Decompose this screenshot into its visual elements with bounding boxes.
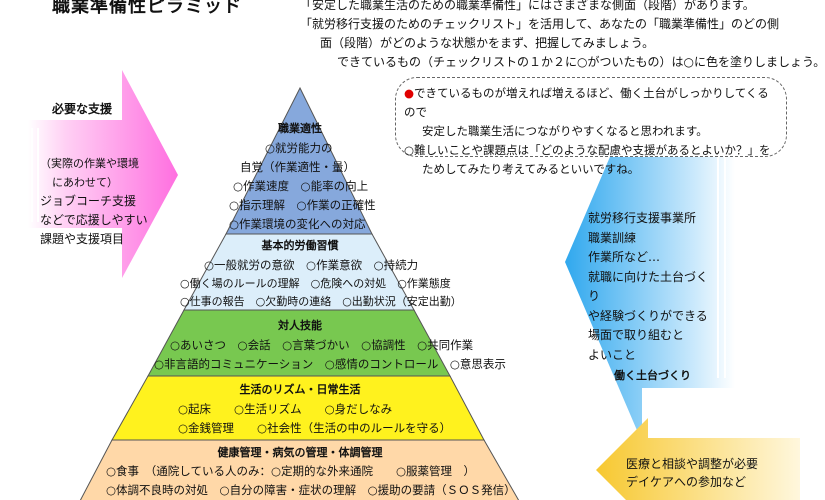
right-heading: 働く土台づくり [614, 369, 691, 382]
intro-line-1: 「安定した職業生活のための職業準備性」にはさまざまな側面（段階）があります。 [300, 0, 755, 12]
level-3-item: ○あいさつ ○会話 ○言葉づかい ○協調性 ○共同作業 [170, 338, 474, 352]
level-2-title: 基本的労働習慣 [261, 239, 339, 252]
level-1-item: ○指示理解 ○作業の正確性 [229, 198, 376, 212]
intro-line-3: 面（段階）がどのような状態かをまず、把握してみましょう。 [320, 36, 655, 50]
level-5-title: 健康管理・病気の管理・体調管理 [217, 446, 383, 459]
level-4-item: ○起床 ○生活リズム ○身だしなみ [178, 402, 393, 416]
bottom-right-line-2: デイケアへの参加など [626, 475, 747, 489]
pyramid-level-5 [79, 439, 520, 500]
right-line-4: 就職に向けた土台づくり [588, 269, 709, 304]
level-2-item: ○一般就労の意欲 ○作業意欲 ○持続力 [204, 258, 419, 272]
right-line-1: 就労移行支援事業所 [588, 211, 697, 225]
level-1-item: ○就労能力の [265, 141, 333, 155]
level-1-item: 自覚（作業適性・量） [240, 160, 355, 174]
level-3-title: 対人技能 [278, 319, 322, 332]
level-4-item: ○金銭管理 ○社会性（生活の中のルールを守る） [178, 421, 452, 435]
left-line-4: などで応援しやすい [40, 213, 148, 227]
right-text: 就労移行支援事業所 職業訓練 作業所など… 就職に向けた土台づくり や経験づくり… [588, 209, 713, 365]
right-arrow [565, 82, 735, 442]
right-line-6: 場面で取り組むと [588, 328, 685, 342]
note-line-1: ●できているものが増えれば増えるほど、働く土台がしっかりしてくるので [404, 86, 769, 119]
level-4-title: 生活のリズム・日常生活 [239, 383, 361, 396]
note-line-4: ためしてみたり考えてみるといいですね。 [422, 162, 640, 176]
intro-line-4: できているもの（チェックリストの１か２に○がついたもの）は○に色を塗りしましょう… [337, 55, 825, 69]
left-text: （実際の作業や環境 にあわせて） ジョブコーチ支援 などで応援しやすい 課題や支… [40, 154, 150, 249]
level-5-item: ○体調不良時の対処 ○自分の障害・症状の理解 ○援助の要請（ＳＯＳ発信） [106, 483, 516, 497]
bottom-arrow [596, 418, 800, 500]
right-line-5: や経験づくりができる [588, 308, 708, 323]
level-2-item: ○働く場のルールの理解 ○危険への対処 ○作業態度 [180, 277, 451, 290]
right-line-7: よいこと [588, 347, 637, 362]
right-line-3: 作業所など… [588, 250, 661, 264]
right-line-2: 職業訓練 [588, 230, 637, 245]
page-title: 職業準備性ピラミッド [52, 0, 242, 17]
level-1-item: ○作業環境の変化への対応 [229, 217, 366, 231]
left-line-5: 課題や支援項目 [40, 232, 125, 246]
note-box: ●できているものが増えれば増えるほど、働く土台がしっかりしてくるので 安定した職… [395, 77, 787, 176]
bottom-right-text: 医療と相談や調整が必要 デイケアへの参加など [626, 455, 800, 491]
bottom-right-line-1: 医療と相談や調整が必要 [626, 457, 759, 471]
level-3-item: ○非言語的コミュニケーション ○感情のコントロール ○意思表示 [154, 357, 506, 371]
intro-text: 「安定した職業生活のための職業準備性」にはさまざまな側面（段階）があります。 「… [300, 0, 825, 72]
diagram-graphics [28, 70, 800, 500]
red-dot-icon: ● [404, 86, 415, 100]
left-arrow [28, 70, 178, 278]
note-line-3: ○難しいことや課題点は「どのような配慮や支援があるとよいか？」を [404, 143, 771, 157]
right-arrow-stripes [717, 145, 726, 378]
note-line-2: 安定した職業生活につながりやすくなると思われます。 [422, 124, 708, 138]
left-line-3: ジョブコーチ支援 [40, 194, 137, 208]
left-line-1: （実際の作業や環境 [40, 157, 139, 170]
left-heading: 必要な支援 [52, 102, 113, 116]
left-line-2: にあわせて） [52, 176, 118, 189]
level-1-title: 職業適性 [278, 122, 322, 135]
left-arrow-stripes [31, 128, 39, 222]
level-1-item: ○作業速度 ○能率の向上 [233, 179, 369, 193]
level-2-item: ○仕事の報告 ○欠勤時の連絡 ○出勤状況（安定出勤） [180, 295, 462, 308]
level-5-item: ○食事 （通院している人のみ：○定期的な外来通院 ○服薬管理 ） [106, 464, 476, 478]
intro-line-2: 「就労移行支援のためのチェックリスト」を活用して、あなたの「職業準備性」のどの側 [300, 17, 780, 31]
